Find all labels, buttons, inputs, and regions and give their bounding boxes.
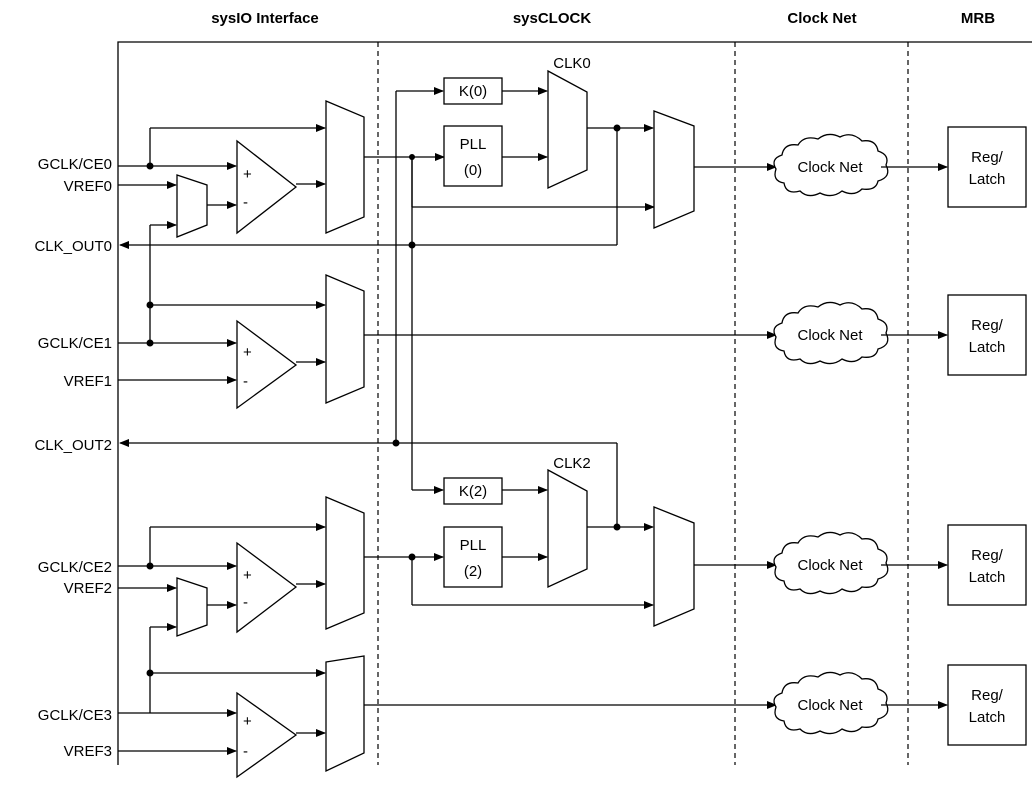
latch-label: Latch [969,171,1006,188]
reg-latch-box [947,524,1027,606]
comparator-3-minus: - [243,743,248,760]
label-vref2: VREF2 [64,580,112,597]
junction [392,439,400,447]
comparator-2-minus: - [243,594,248,611]
junction [613,523,621,531]
k2-label: K(2) [459,483,487,500]
clock-net-label: Clock Net [797,557,863,574]
reg-latch-2: Reg/Latch [947,524,1027,606]
comparator-0-minus: - [243,194,248,211]
cloud-shape [773,531,889,595]
comparator-1 [236,319,298,410]
label-gclk-ce1: GCLK/CE1 [38,335,112,352]
latch-label: Latch [969,339,1006,356]
pll0-block [443,125,503,187]
cloud-shape [773,671,889,735]
comparator-0 [236,139,298,235]
header-sysclock: sysCLOCK [513,10,592,27]
latch-label: Latch [969,569,1006,586]
cloud-shape [773,301,889,365]
clock-net-cloud-1: Clock Net [773,301,889,365]
clk0-mux [547,69,588,190]
reg-latch-0: Reg/Latch [947,126,1027,208]
input-mux-2 [176,577,208,637]
clk2-mux [547,468,588,589]
reg-label: Reg/ [971,547,1004,564]
junction [146,339,154,347]
k2-divider [443,477,503,505]
pll0-label: PLL [460,136,487,153]
comparator-1-plus: + [243,344,252,361]
comparator-3-plus: + [243,713,252,730]
io-group-1: + - [118,274,777,410]
comparator-0-plus: + [243,166,252,183]
label-vref1: VREF1 [64,373,112,390]
reg-label: Reg/ [971,149,1004,166]
reg-latch-1: Reg/Latch [947,294,1027,376]
label-gclk-ce3: GCLK/CE3 [38,707,112,724]
reg-label: Reg/ [971,687,1004,704]
reg-label: Reg/ [971,317,1004,334]
io-mux-2 [325,496,365,630]
label-gclk-ce2: GCLK/CE2 [38,559,112,576]
sysclock-block-0: K(0) PLL (0) CLK0 [119,55,777,443]
comparator-1-minus: - [243,373,248,390]
io-group-0: + - [118,100,655,490]
io-mux-3 [325,655,365,773]
diagram-frame [117,41,1032,765]
header-sysio-interface: sysIO Interface [211,10,319,27]
clk0-label: CLK0 [553,55,591,72]
reg-latch-box [947,126,1027,208]
clock-net-cloud-3: Clock Net [773,671,889,735]
clock-select-mux-0 [653,110,695,229]
header-mrb: MRB [961,10,995,27]
clock-net-label: Clock Net [797,697,863,714]
input-mux-0 [176,174,208,238]
reg-latch-box [947,294,1027,376]
label-clk-out0: CLK_OUT0 [34,238,112,255]
io-mux-0 [325,100,365,234]
header-clock-net: Clock Net [787,10,856,27]
clock-net-cloud-0: Clock Net [773,133,889,197]
pll2-index: (2) [464,563,482,580]
comparator-2 [236,541,298,634]
label-clk-out2: CLK_OUT2 [34,437,112,454]
clock-select-mux-2 [653,506,695,627]
clock-net-cloud-2: Clock Net [773,531,889,595]
junction [146,162,154,170]
comparator-3 [236,691,298,779]
label-vref0: VREF0 [64,178,112,195]
sysclock-block-2: K(2) PLL (2) CLK2 [412,455,777,627]
io-mux-1 [325,274,365,404]
reg-latch-3: Reg/Latch [947,664,1027,746]
label-vref3: VREF3 [64,743,112,760]
clock-net-label: Clock Net [797,159,863,176]
label-gclk-ce0: GCLK/CE0 [38,156,112,173]
reg-latch-box [947,664,1027,746]
k0-label: K(0) [459,83,487,100]
pll2-label: PLL [460,537,487,554]
latch-label: Latch [969,709,1006,726]
io-group-2: + - [118,496,654,673]
clk2-label: CLK2 [553,455,591,472]
clock-net-label: Clock Net [797,327,863,344]
cloud-shape [773,133,889,197]
comparator-2-plus: + [243,567,252,584]
io-group-3: + - [118,655,777,779]
pll0-index: (0) [464,162,482,179]
